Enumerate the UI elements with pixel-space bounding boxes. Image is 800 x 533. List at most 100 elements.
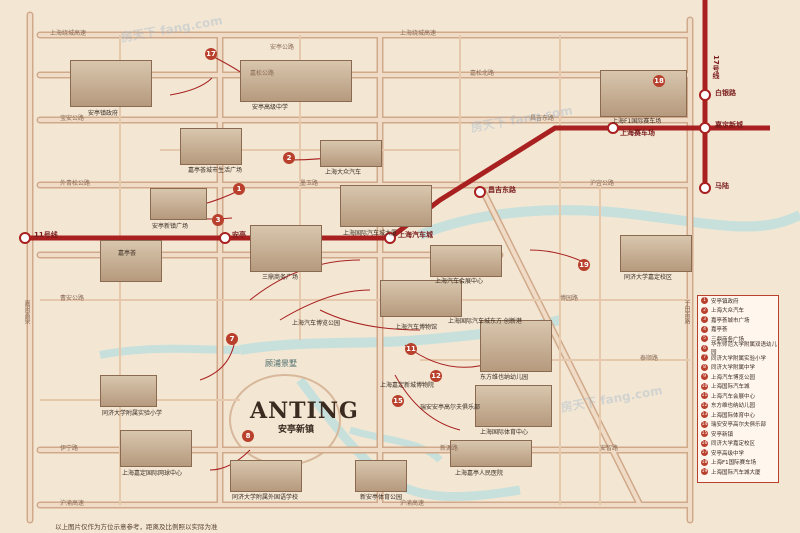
legend-number: 5: [701, 335, 708, 343]
marker-8[interactable]: 8: [242, 430, 254, 442]
map-title: ANTING: [250, 398, 359, 424]
marker-18[interactable]: 18: [653, 75, 665, 87]
map-subtitle: 安亭新镇: [278, 425, 315, 435]
station-baiyin-road[interactable]: 白银路: [715, 89, 736, 97]
place-label: 新安亭体育公园: [360, 494, 403, 501]
auto-city-tower-illustration: [340, 185, 432, 227]
place-label: 上海汽车博物馆: [395, 324, 438, 331]
tongji-campus-illustration: [620, 235, 692, 272]
station-malu[interactable]: 马陆: [715, 182, 729, 190]
road-label: 曹安公路: [60, 295, 85, 302]
road-label: 外青松公路: [60, 180, 91, 187]
metro-label-11: 11号线: [34, 231, 58, 239]
road-label: 墨玉路: [300, 180, 319, 187]
sports-park-illustration: [355, 460, 407, 492]
place-label: 嘉亭荟: [118, 250, 137, 257]
legend-number: 17: [701, 449, 708, 457]
road-label: 昌吉东路: [530, 115, 555, 122]
station-markers: [19, 89, 711, 244]
foreign-school-illustration: [230, 460, 302, 492]
marker-7[interactable]: 7: [226, 333, 238, 345]
legend-label: 安亭高级中学: [711, 450, 745, 457]
station-circuit[interactable]: 上海赛车场: [620, 129, 655, 137]
legend-number: 15: [701, 430, 708, 438]
legend-label: 东方维也纳幼儿园: [711, 403, 756, 410]
legend-number: 1: [701, 297, 708, 305]
road-label: 泰顺路: [640, 355, 659, 362]
footnote: 以上图片仅作为方位示意参考，距离及比例照以实际为准: [55, 523, 218, 531]
legend-number: 3: [701, 316, 708, 324]
road-label: 上海绕城高速: [50, 30, 87, 37]
place-label: 上海嘉亭人民医院: [455, 470, 504, 477]
road-label: 安亭公路: [270, 44, 295, 51]
place-label: 上海嘉定国际网球中心: [122, 470, 183, 477]
road-label: 沪渝高速: [400, 500, 425, 507]
station-changji-east[interactable]: 昌吉东路: [488, 186, 516, 194]
river-west: [99, 344, 241, 359]
primary-school-illustration: [100, 375, 157, 407]
station-jiading-new-city[interactable]: 嘉定新城: [715, 121, 743, 129]
marker-11[interactable]: 11: [405, 343, 417, 355]
place-label: 上海汽车会展中心: [435, 278, 484, 285]
legend-label: 三鼎商务广场: [711, 336, 745, 343]
marker-12[interactable]: 12: [430, 370, 442, 382]
place-label: 上海国际汽车城东方·创新港: [448, 318, 522, 325]
marker-17[interactable]: 17: [205, 48, 217, 60]
legend-label: 安亭镇政府: [711, 298, 739, 305]
high-school-illustration: [240, 60, 352, 102]
road-label: 新源路: [440, 445, 459, 452]
metro-label-17: 17号线: [712, 55, 720, 79]
legend-label: 嘉亭荟: [711, 327, 728, 334]
marker-19[interactable]: 19: [578, 259, 590, 271]
marker-3[interactable]: 3: [212, 214, 224, 226]
station-anting[interactable]: 安亭: [232, 231, 246, 239]
road-label: 沪宜公路: [590, 180, 615, 187]
place-label: 东方维也纳幼儿园: [480, 374, 529, 381]
marker-2[interactable]: 2: [283, 152, 295, 164]
legend-number: 18: [701, 458, 708, 466]
legend-label: 上海大众汽车: [711, 308, 745, 315]
station-auto-city[interactable]: 上海汽车城: [398, 231, 433, 239]
tennis-center-illustration: [120, 430, 192, 467]
place-label: 同济大学附属实验小学: [102, 410, 163, 417]
legend-number: 11: [701, 392, 708, 400]
legend-label: 同济大学附属中学: [711, 365, 756, 372]
legend-label: 上海国际体育中心: [711, 412, 756, 419]
marker-15[interactable]: 15: [392, 395, 404, 407]
road-label: 嘉闵高架: [23, 300, 30, 324]
legend-number: 9: [701, 373, 708, 381]
road-label: 安智路: [600, 445, 619, 452]
legend-number: 10: [701, 382, 708, 390]
road-label: 嘉松北路: [470, 70, 495, 77]
golf-club-illustration: [450, 440, 532, 467]
mall-illustration: [180, 128, 242, 165]
place-label: 安亭镇政府: [88, 110, 119, 117]
place-label: 上海嘉定新城博物院: [380, 382, 435, 389]
marker-1[interactable]: 1: [233, 183, 245, 195]
square-illustration: [150, 188, 207, 220]
business-plaza-illustration: [250, 225, 322, 272]
legend-label: 安亭新镇: [711, 431, 734, 438]
sports-center-illustration: [475, 385, 552, 427]
